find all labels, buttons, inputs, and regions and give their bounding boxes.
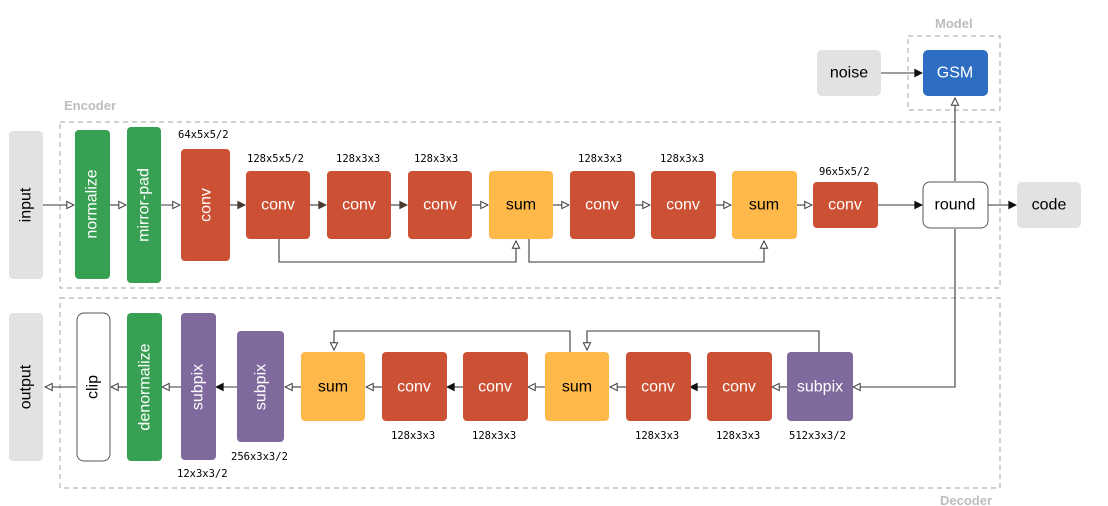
dec-conv2-node: conv bbox=[626, 352, 691, 421]
enc-conv2-label: conv bbox=[261, 197, 295, 214]
dec-sum2-label: sum bbox=[318, 379, 348, 396]
enc-normalize-label: normalize bbox=[84, 169, 101, 238]
dec-clip-label: clip bbox=[85, 375, 102, 399]
model-group-label: Model bbox=[935, 16, 973, 31]
output-node: output bbox=[9, 313, 43, 461]
enc-sum1-node: sum bbox=[489, 171, 553, 239]
enc-sum2-node: sum bbox=[732, 171, 797, 239]
enc-conv5-dim: 128x3x3 bbox=[578, 153, 622, 165]
gsm-label: GSM bbox=[937, 65, 973, 82]
enc-mirror-pad-node: mirror-pad bbox=[127, 127, 161, 283]
decoder-group-label: Decoder bbox=[940, 493, 992, 506]
dec-sum1-label: sum bbox=[562, 379, 592, 396]
code-label: code bbox=[1032, 197, 1067, 214]
dec-subpix2-node: subpix bbox=[237, 331, 284, 442]
enc-conv5-node: conv bbox=[570, 171, 635, 239]
enc-conv3-node: conv bbox=[327, 171, 391, 239]
enc-conv2-dim: 128x5x5/2 bbox=[247, 153, 304, 165]
enc-conv6-dim: 128x3x3 bbox=[660, 153, 704, 165]
dec-conv3-label: conv bbox=[478, 379, 512, 396]
enc-sum2-label: sum bbox=[749, 197, 779, 214]
enc-conv3-dim: 128x3x3 bbox=[336, 153, 380, 165]
dec-conv2-dim: 128x3x3 bbox=[635, 430, 679, 442]
encoder-group-label: Encoder bbox=[64, 98, 116, 113]
dec-conv1-dim: 128x3x3 bbox=[716, 430, 760, 442]
code-node: code bbox=[1017, 182, 1081, 228]
dec-subpix2-dim: 256x3x3/2 bbox=[231, 451, 288, 463]
dec-conv1-node: conv bbox=[707, 352, 772, 421]
enc-conv6-node: conv bbox=[651, 171, 716, 239]
round-node: round bbox=[922, 181, 989, 229]
dec-sum2-node: sum bbox=[301, 352, 365, 421]
dec-conv3-dim: 128x3x3 bbox=[472, 430, 516, 442]
model-group bbox=[907, 35, 1001, 111]
enc-conv6-label: conv bbox=[666, 197, 700, 214]
dec-subpix3-label: subpix bbox=[190, 364, 207, 410]
enc-conv4-label: conv bbox=[423, 197, 457, 214]
decoder-group bbox=[59, 297, 1001, 489]
dec-conv2-label: conv bbox=[641, 379, 675, 396]
enc-conv5-label: conv bbox=[585, 197, 619, 214]
enc-conv1-dim: 64x5x5/2 bbox=[178, 129, 229, 141]
dec-conv1-label: conv bbox=[722, 379, 756, 396]
input-label: input bbox=[18, 187, 35, 222]
dec-subpix1-label: subpix bbox=[797, 379, 843, 396]
edge-skip-sum1-sum2 bbox=[528, 239, 764, 263]
dec-subpix2-label: subpix bbox=[253, 364, 270, 410]
noise-label: noise bbox=[830, 65, 868, 82]
input-node: input bbox=[9, 131, 43, 279]
gsm-node: GSM bbox=[923, 50, 988, 96]
dec-sum1-node: sum bbox=[545, 352, 609, 421]
enc-conv4-dim: 128x3x3 bbox=[414, 153, 458, 165]
edge-skip-conv2-sum1 bbox=[278, 239, 516, 263]
dec-conv4-label: conv bbox=[397, 379, 431, 396]
enc-conv1-label: conv bbox=[198, 188, 215, 222]
dec-subpix3-dim: 12x3x3/2 bbox=[177, 468, 228, 480]
dec-conv3-node: conv bbox=[463, 352, 528, 421]
dec-subpix1-dim: 512x3x3/2 bbox=[789, 430, 846, 442]
enc-conv7-node: conv bbox=[813, 182, 878, 228]
output-label: output bbox=[18, 364, 35, 409]
enc-sum1-label: sum bbox=[506, 197, 536, 214]
edge-skip-subpix1-sum1 bbox=[587, 330, 820, 352]
dec-clip-node: clip bbox=[76, 312, 111, 462]
enc-mirror-pad-label: mirror-pad bbox=[136, 168, 153, 242]
enc-conv7-dim: 96x5x5/2 bbox=[819, 166, 870, 178]
edge-skip-sum1-sum2 bbox=[334, 330, 571, 352]
enc-conv4-node: conv bbox=[408, 171, 472, 239]
enc-conv2-node: conv bbox=[246, 171, 310, 239]
dec-subpix1-node: subpix bbox=[787, 352, 853, 421]
dec-subpix3-node: subpix bbox=[181, 313, 216, 460]
round-label: round bbox=[935, 197, 976, 214]
enc-conv1-node: conv bbox=[181, 149, 230, 261]
enc-conv3-label: conv bbox=[342, 197, 376, 214]
dec-conv4-node: conv bbox=[382, 352, 447, 421]
dec-denormalize-node: denormalize bbox=[127, 313, 162, 461]
dec-conv4-dim: 128x3x3 bbox=[391, 430, 435, 442]
edge-round-subpix1 bbox=[853, 229, 956, 387]
enc-normalize-node: normalize bbox=[75, 130, 110, 279]
dec-denormalize-label: denormalize bbox=[137, 343, 154, 430]
enc-conv7-label: conv bbox=[828, 197, 862, 214]
noise-node: noise bbox=[817, 50, 881, 96]
